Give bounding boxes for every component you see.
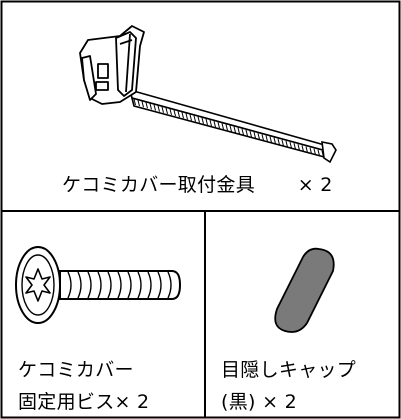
cap-label-line1: 目隠しキャップ: [221, 359, 357, 381]
part-cell-cap: 目隠しキャップ (黒) × 2: [205, 211, 401, 419]
cap-icon: [274, 247, 335, 333]
screw-label-line1: ケコミカバー: [18, 359, 134, 381]
part-cell-bracket: ケコミカバー取付金具 × 2: [62, 25, 337, 198]
part-cell-screw: ケコミカバー 固定用ビス× 2: [0, 211, 205, 419]
bracket-qty: × 2: [297, 174, 333, 196]
screw-icon: [15, 246, 182, 324]
bracket-name: ケコミカバー取付金具: [62, 174, 256, 196]
cover-bracket-icon: [79, 25, 337, 164]
screw-label-line2: 固定用ビス× 2: [18, 391, 150, 413]
bracket-label: ケコミカバー取付金具 × 2: [62, 172, 333, 198]
cap-label-line2: (黒) × 2: [221, 391, 298, 413]
